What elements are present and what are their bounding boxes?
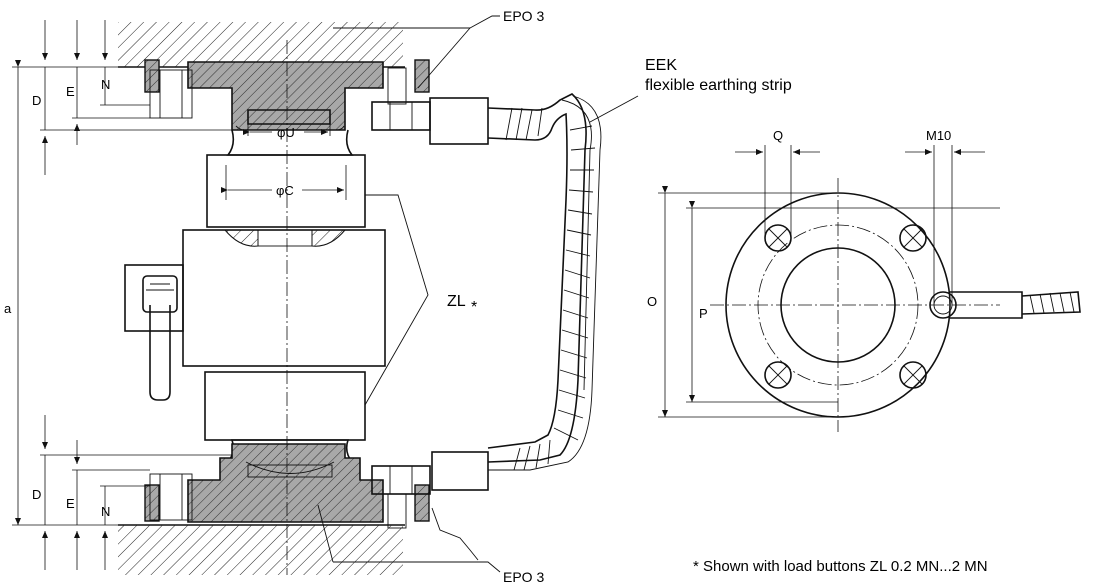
zl-leader bbox=[364, 194, 429, 406]
dim-phi-u: φU bbox=[277, 125, 295, 140]
dim-phi-c: φC bbox=[276, 183, 294, 198]
dim-d-bottom: D bbox=[32, 487, 41, 502]
top-view bbox=[658, 145, 1081, 432]
top-clamp-left bbox=[144, 59, 160, 93]
epo-bottom-plate bbox=[187, 443, 384, 523]
bottom-earth-lug bbox=[431, 451, 489, 491]
dim-n-bottom: N bbox=[101, 504, 110, 519]
dim-d-top: D bbox=[32, 93, 41, 108]
cable-gland bbox=[142, 275, 178, 313]
left-dimensions bbox=[12, 20, 347, 570]
labels: EPO 3 EPO 3 EEK flexible earthing strip … bbox=[4, 8, 988, 585]
cable bbox=[149, 305, 171, 401]
dim-m10: M10 bbox=[926, 128, 951, 143]
label-zl: ZL bbox=[447, 293, 466, 310]
dim-e-bottom: E bbox=[66, 496, 75, 511]
label-eek-desc: flexible earthing strip bbox=[645, 77, 792, 94]
top-structure bbox=[118, 22, 489, 156]
bolt-hole-4 bbox=[899, 361, 927, 389]
lower-pressure-piece bbox=[204, 371, 366, 441]
label-zl-star: * bbox=[471, 299, 477, 316]
label-epo-bottom: EPO 3 bbox=[503, 569, 544, 585]
earthing-strip bbox=[487, 93, 602, 471]
dim-a: a bbox=[4, 301, 12, 316]
bottom-support-hatch bbox=[118, 525, 403, 575]
dim-q: Q bbox=[773, 128, 783, 143]
top-bolt-left bbox=[149, 69, 193, 119]
dim-e-top: E bbox=[66, 84, 75, 99]
cell-main-body bbox=[182, 229, 386, 367]
bottom-bolt-left bbox=[149, 473, 193, 521]
bolt-hole-3 bbox=[764, 361, 792, 389]
dim-o: O bbox=[647, 294, 657, 309]
bottom-structure bbox=[118, 439, 489, 575]
footnote: * Shown with load buttons ZL 0.2 MN...2 … bbox=[693, 558, 988, 575]
top-earth-lug bbox=[429, 97, 489, 145]
bottom-clamp-right bbox=[414, 484, 430, 522]
top-support-hatch bbox=[118, 22, 403, 67]
dim-p: P bbox=[699, 306, 708, 321]
leader-lines bbox=[317, 15, 639, 573]
upper-pressure-piece bbox=[206, 154, 366, 228]
epo-top-plate bbox=[187, 61, 384, 131]
label-eek-title: EEK bbox=[645, 57, 677, 74]
label-epo-top: EPO 3 bbox=[503, 8, 544, 24]
cable-exit bbox=[1021, 291, 1081, 315]
top-clamp-right bbox=[414, 59, 430, 93]
bolt-hole-2 bbox=[899, 224, 927, 252]
dim-n-top: N bbox=[101, 77, 110, 92]
bottom-clamp-left bbox=[144, 484, 160, 522]
cable-gland-housing bbox=[124, 264, 184, 332]
top-nut bbox=[371, 101, 431, 131]
